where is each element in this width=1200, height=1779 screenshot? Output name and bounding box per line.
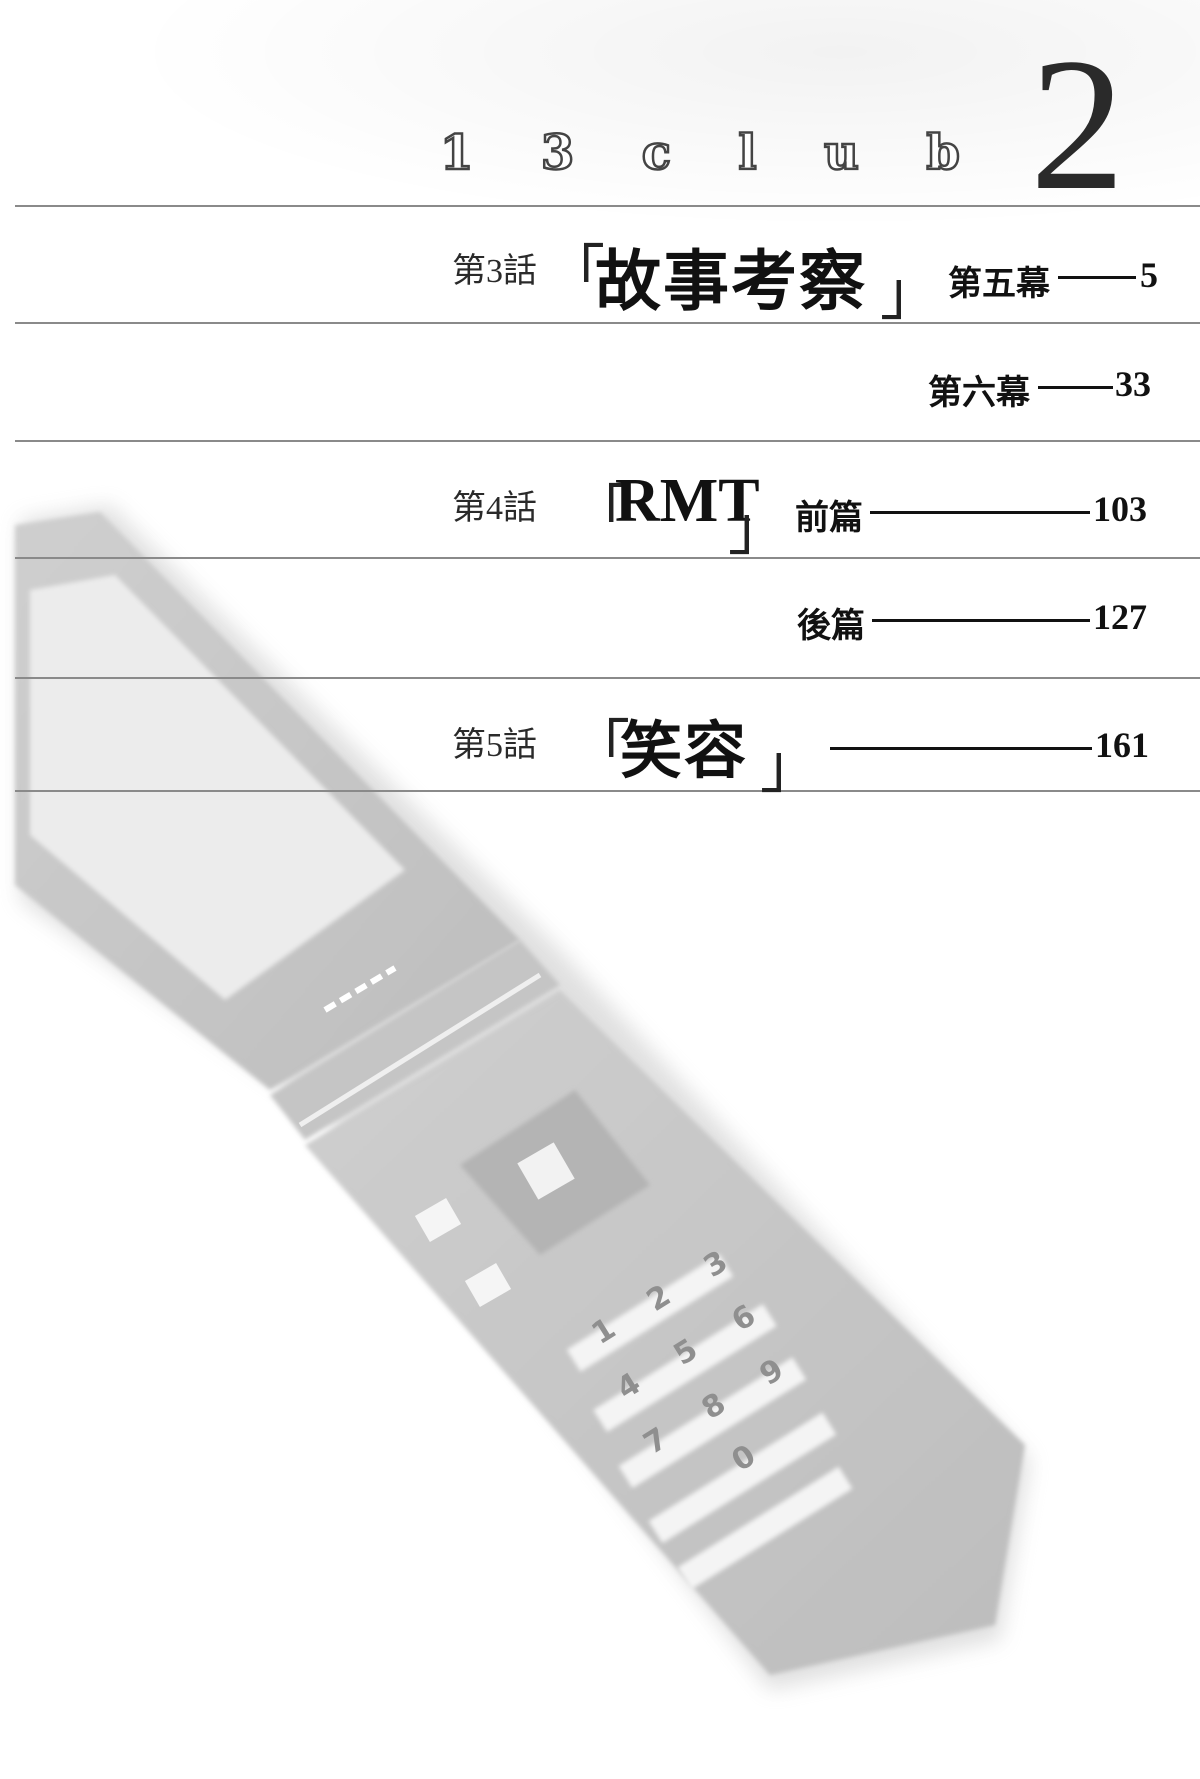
phone-shadow bbox=[20, 505, 1030, 1690]
phone-soft-key-right bbox=[464, 1263, 512, 1307]
phone-center-key bbox=[517, 1142, 575, 1200]
series-letter: 1 bbox=[439, 124, 475, 183]
series-letter: 3 bbox=[540, 124, 576, 183]
series-letter: l bbox=[737, 124, 758, 183]
phone-hinge bbox=[270, 940, 560, 1140]
phone-soft-key-left bbox=[414, 1198, 462, 1242]
key-2: 2 bbox=[641, 1278, 677, 1319]
key-5: 5 bbox=[668, 1332, 704, 1373]
phone-screen bbox=[30, 575, 405, 1000]
key-7: 7 bbox=[638, 1421, 674, 1462]
phone-upper-half bbox=[15, 512, 520, 1090]
divider bbox=[15, 677, 1200, 679]
open-bracket: 「 bbox=[545, 239, 605, 309]
divider bbox=[15, 557, 1200, 559]
leader-line bbox=[1038, 386, 1113, 389]
phone-key-digits: 1 2 3 4 5 6 7 8 9 0 bbox=[586, 1244, 790, 1479]
leader-line bbox=[872, 619, 1090, 622]
key-3: 3 bbox=[698, 1244, 734, 1285]
series-letter: c bbox=[640, 124, 672, 183]
series-title: 1 3 c l u b bbox=[439, 124, 961, 183]
page-number: 103 bbox=[1093, 489, 1147, 529]
series-letter: u bbox=[823, 124, 860, 183]
divider bbox=[15, 205, 1200, 207]
key-0: 0 bbox=[726, 1438, 762, 1479]
leader-line bbox=[1058, 276, 1136, 279]
phone-lower-half bbox=[305, 990, 1025, 1675]
key-1: 1 bbox=[586, 1311, 622, 1352]
phone-hinge-highlight bbox=[298, 972, 542, 1128]
close-bracket: 」 bbox=[760, 732, 820, 802]
page-number: 127 bbox=[1093, 597, 1147, 637]
divider bbox=[15, 790, 1200, 792]
part-name: 前篇 bbox=[795, 498, 863, 538]
open-bracket: 「 bbox=[570, 479, 630, 549]
divider bbox=[15, 322, 1200, 324]
page-number: 33 bbox=[1115, 364, 1151, 404]
chapter-number: 第5話 bbox=[452, 727, 537, 764]
series-letter: b bbox=[925, 124, 961, 183]
leader-line bbox=[870, 511, 1090, 514]
key-8: 8 bbox=[696, 1386, 732, 1427]
part-name: 第五幕 bbox=[948, 264, 1050, 304]
open-bracket: 「 bbox=[570, 714, 630, 784]
key-6: 6 bbox=[726, 1298, 762, 1339]
chapter-title: 笑容 bbox=[620, 714, 749, 787]
chapter-title: RMT bbox=[615, 467, 760, 535]
volume-number: 2 bbox=[1030, 20, 1125, 230]
part-name: 後篇 bbox=[797, 606, 865, 646]
page-number: 5 bbox=[1140, 255, 1158, 295]
key-4: 4 bbox=[611, 1366, 647, 1407]
page-number: 161 bbox=[1095, 725, 1149, 765]
phone-speaker bbox=[323, 965, 397, 1013]
close-bracket: 」 bbox=[880, 259, 940, 329]
paper-texture bbox=[0, 0, 1200, 260]
close-bracket: 」 bbox=[728, 494, 788, 564]
divider bbox=[15, 440, 1200, 442]
chapter-number: 第4話 bbox=[452, 490, 537, 527]
leader-line bbox=[830, 747, 1092, 750]
phone-keypad bbox=[566, 1254, 853, 1590]
phone-nav-pad bbox=[460, 1090, 650, 1255]
part-name: 第六幕 bbox=[928, 373, 1030, 413]
chapter-title: 故事考察 bbox=[595, 242, 867, 320]
key-9: 9 bbox=[754, 1352, 790, 1393]
chapter-number: 第3話 bbox=[452, 253, 537, 290]
